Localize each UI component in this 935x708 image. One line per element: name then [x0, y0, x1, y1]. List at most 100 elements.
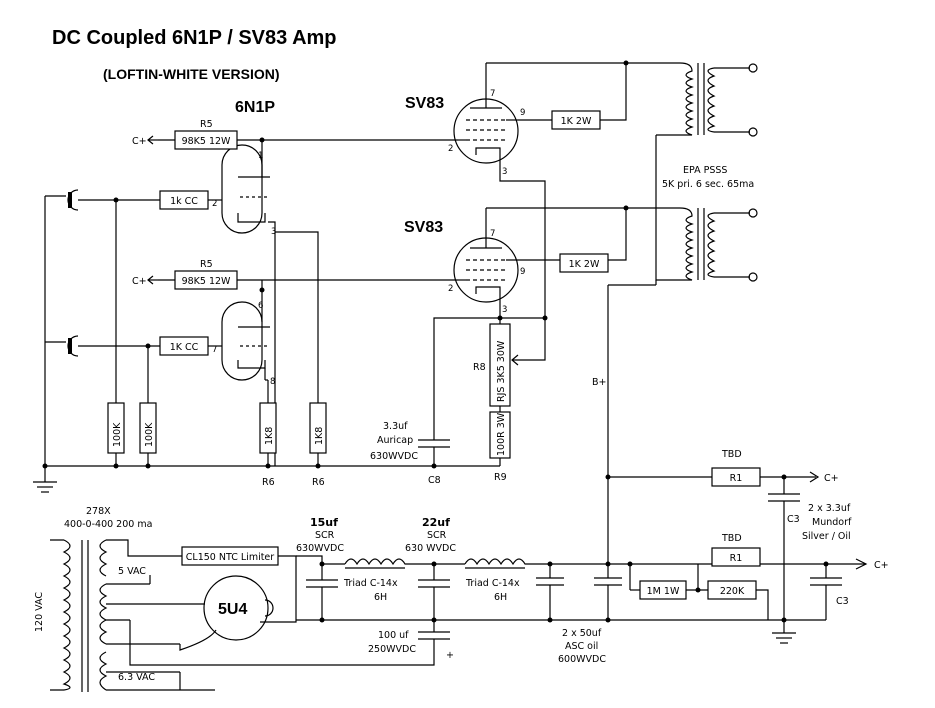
ntc-limiter-label: CL150 NTC Limiter: [186, 552, 274, 563]
c3-desc-3: Silver / Oil: [802, 531, 851, 542]
capacitor-c8: 3.3uf Auricap 630WVDC C8: [370, 421, 450, 486]
c3-top-ref: C3: [787, 514, 800, 525]
r5-top-ref: R5: [200, 119, 213, 130]
r8-value: RJS 3K5 30W: [496, 340, 507, 402]
pin-label: 2: [448, 144, 453, 154]
grid-resistor-top-label: 1k CC: [170, 196, 198, 207]
cap50-label-2: ASC oil: [565, 641, 598, 652]
c-plus-label: C+: [132, 136, 147, 147]
cathode-resistor-r8: RJS 3K5 30W R8: [473, 318, 546, 412]
cathode-resistor-r9: 100R 3W R9: [489, 411, 511, 483]
pin-label: 9: [520, 108, 525, 118]
pin-label: 2: [212, 199, 217, 209]
pin-label: 3: [271, 227, 276, 237]
b-plus-label: B+: [592, 377, 606, 388]
screen-resistor-top-label: 1K 2W: [561, 116, 592, 127]
c-plus-label: C+: [132, 276, 147, 287]
plate-resistor-r5-top: C+ 98K5 12W R5: [132, 119, 458, 150]
pin-label: 6: [258, 301, 263, 311]
ntc-limiter: CL150 NTC Limiter: [181, 546, 297, 623]
cap15-type: SCR: [315, 530, 335, 541]
supply-r1-top: R1 TBD C+: [605, 449, 839, 487]
output-pentode-top: 7 9 2 3: [448, 63, 552, 318]
choke-1: Triad C-14x 6H: [343, 558, 434, 603]
grid-resistor-bottom-label: 1K CC: [170, 342, 199, 353]
cap22-voltage: 630 WVDC: [405, 543, 456, 554]
power-transformer-model: 278X: [86, 506, 111, 517]
cap50-label-3: 600WVDC: [558, 654, 606, 665]
wire: [296, 555, 323, 564]
bleeder-2-label: 220K: [720, 586, 745, 597]
cap50-label-1: 2 x 50uf: [562, 628, 602, 639]
supply-r1-bottom: R1 TBD C+: [711, 533, 889, 571]
screen-resistor-top: 1K 2W: [551, 63, 627, 130]
output-tube-bottom-label: SV83: [404, 219, 443, 236]
cathode-resistor-2: 1K8 R6: [309, 380, 327, 488]
pin-label: 3: [502, 305, 507, 315]
screen-resistor-bottom: 1K 2W: [559, 208, 627, 273]
mains-label: 120 VAC: [34, 592, 45, 632]
r1-top-ref: R1: [730, 473, 743, 484]
wire: [433, 317, 545, 440]
rectifier-tube: 5U4: [149, 575, 274, 690]
choke-1-label: Triad C-14x: [343, 578, 398, 589]
c8-type: Auricap: [377, 435, 413, 446]
power-transformer-rating: 400-0-400 200 ma: [64, 519, 152, 530]
heater-5v-label: 5 VAC: [118, 566, 146, 577]
grid-leak-1-label: 100K: [112, 422, 123, 447]
r9-value: 100R 3W: [496, 412, 507, 456]
grid-leak-2-label: 100K: [144, 422, 155, 447]
grid-resistor-bottom: 1K CC: [159, 336, 222, 356]
grid-leak-resistor-2: 100K: [139, 343, 157, 469]
plus-sign: +: [446, 650, 454, 661]
cap15-value: 15uf: [310, 516, 338, 529]
pin-label: 7: [490, 229, 495, 239]
cap22-type: SCR: [427, 530, 447, 541]
opt-label-2: 5K pri. 6 sec. 65ma: [662, 179, 754, 190]
power-transformer: [50, 539, 215, 692]
r5-bottom-value: 98K5 12W: [182, 276, 231, 287]
cap15-voltage: 630WVDC: [296, 543, 344, 554]
cathode-2-value: 1K8: [314, 427, 325, 445]
pin-label: 1: [258, 151, 263, 161]
choke-2-label: Triad C-14x: [465, 578, 520, 589]
r5-bottom-ref: R5: [200, 259, 213, 270]
output-tube-top-label: SV83: [405, 95, 444, 112]
ground-symbol-right: [772, 510, 796, 644]
screen-resistor-bottom-label: 1K 2W: [569, 259, 600, 270]
choke-2: Triad C-14x 6H: [434, 558, 866, 603]
output-transformer-top: [656, 62, 758, 137]
choke-2-inductance: 6H: [494, 592, 507, 603]
c8-ref: C8: [428, 475, 441, 486]
capacitor-c3-bottom: C3: [810, 564, 849, 620]
cathode-1-value: 1K8: [264, 427, 275, 445]
r1-top-tbd: TBD: [721, 449, 742, 460]
c8-value: 3.3uf: [383, 421, 408, 432]
cap22-value: 22uf: [422, 516, 450, 529]
r8-ref: R8: [473, 362, 486, 373]
capacitor-15uf: 15uf SCR 630WVDC: [296, 516, 344, 620]
rectifier-label: 5U4: [218, 601, 247, 618]
cathode-resistor-1: 1K8 R6: [259, 380, 277, 488]
pin-label: 3: [502, 167, 507, 177]
diagram-subtitle: (LOFTIN-WHITE VERSION): [103, 66, 280, 82]
pin-label: 9: [520, 267, 525, 277]
capacitor-50uf-pair: 2 x 50uf ASC oil 600WVDC: [536, 561, 622, 665]
wire: [275, 231, 319, 380]
pin-label: 8: [270, 377, 275, 387]
grid-leak-resistor-1: 100K: [107, 197, 125, 469]
driver-triode-bottom: 6 7 8: [212, 290, 275, 387]
c-plus-label: C+: [874, 560, 889, 571]
bleeder-resistors: 1M 1W 220K: [627, 561, 769, 620]
capacitor-22uf: 22uf SCR 630 WVDC: [405, 516, 456, 620]
bleeder-1-label: 1M 1W: [647, 586, 680, 597]
driver-tube-label: 6N1P: [235, 99, 275, 116]
cathode-1-ref: R6: [262, 477, 275, 488]
opt-label-1: EPA PSSS: [683, 165, 727, 176]
r1-bottom-ref: R1: [730, 553, 743, 564]
cap100-value: 100 uf: [378, 630, 409, 641]
pin-label: 7: [490, 89, 495, 99]
c3-bottom-ref: C3: [836, 596, 849, 607]
heater-63v-label: 6.3 VAC: [118, 672, 155, 683]
c3-desc-1: 2 x 3.3uf: [808, 503, 851, 514]
